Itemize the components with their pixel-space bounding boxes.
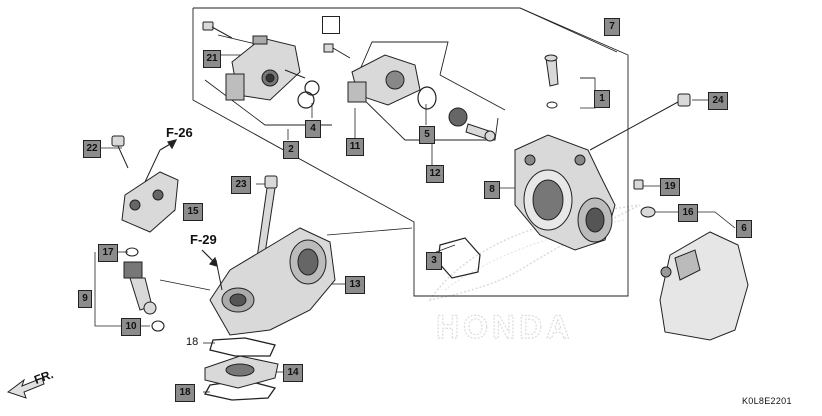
part-holder-15: [121, 149, 179, 233]
part-screw-1: [544, 54, 559, 109]
callout-17: 17: [98, 244, 118, 262]
callout-11: 11: [346, 138, 364, 156]
honda-watermark-text: HONDA: [436, 309, 573, 345]
reference-f29: F-29: [190, 232, 217, 247]
callout-23: 23: [231, 176, 251, 194]
part-throttle-body-8: [514, 134, 616, 251]
part-bolt-22: [111, 135, 129, 169]
callout-5: 5: [419, 126, 435, 144]
callout-24: 24: [708, 92, 728, 110]
part-cover-6: [659, 231, 749, 341]
callout-4: 4: [305, 120, 321, 138]
part-seal-10: [151, 320, 165, 332]
part-injector-9: [123, 261, 157, 315]
callout-18: 18: [175, 384, 195, 402]
part-collar-16: [640, 206, 656, 218]
part-seal-17: [125, 247, 139, 257]
callout-8: 8: [484, 181, 500, 199]
front-arrow: [6, 377, 45, 399]
label-18-plain: 18: [186, 336, 199, 348]
part-screw-blank: [323, 43, 351, 59]
callout-6: 6: [736, 220, 752, 238]
part-screw-19: [633, 179, 644, 190]
reference-f26: F-26: [166, 125, 193, 140]
part-oring-5: [417, 86, 437, 110]
assembly-outline: [192, 7, 629, 297]
callout-10: 10: [121, 318, 141, 336]
callout-9: 9: [78, 290, 92, 308]
callout-13: 13: [345, 276, 365, 294]
part-sensor-2: [225, 35, 306, 101]
part-insulator-13: [209, 227, 336, 336]
leader-lines: [86, 34, 736, 393]
callout-2: 2: [283, 141, 299, 159]
callout-7: 7: [604, 18, 620, 36]
callout-1: 1: [594, 90, 610, 108]
honda-watermark: HONDA: [428, 204, 641, 346]
callout-blank: [322, 16, 340, 34]
part-oring-4: [297, 80, 320, 109]
part-valve-11: [347, 54, 421, 106]
callout-3: 3: [426, 252, 442, 270]
diagram-code: K0L8E2201: [742, 396, 792, 406]
part-spring-12: [448, 107, 496, 142]
part-bolt-21: [202, 21, 233, 39]
callout-19: 19: [660, 178, 680, 196]
callout-15: 15: [183, 203, 203, 221]
f29-arrow: [201, 249, 218, 267]
callout-22: 22: [83, 140, 101, 158]
part-spacer-14: [204, 355, 279, 389]
part-bolt-24: [589, 93, 691, 151]
f26-arrow: [159, 139, 178, 151]
callout-21: 21: [203, 50, 221, 68]
callout-12: 12: [426, 165, 444, 183]
callout-16: 16: [678, 204, 698, 222]
callout-14: 14: [283, 364, 303, 382]
